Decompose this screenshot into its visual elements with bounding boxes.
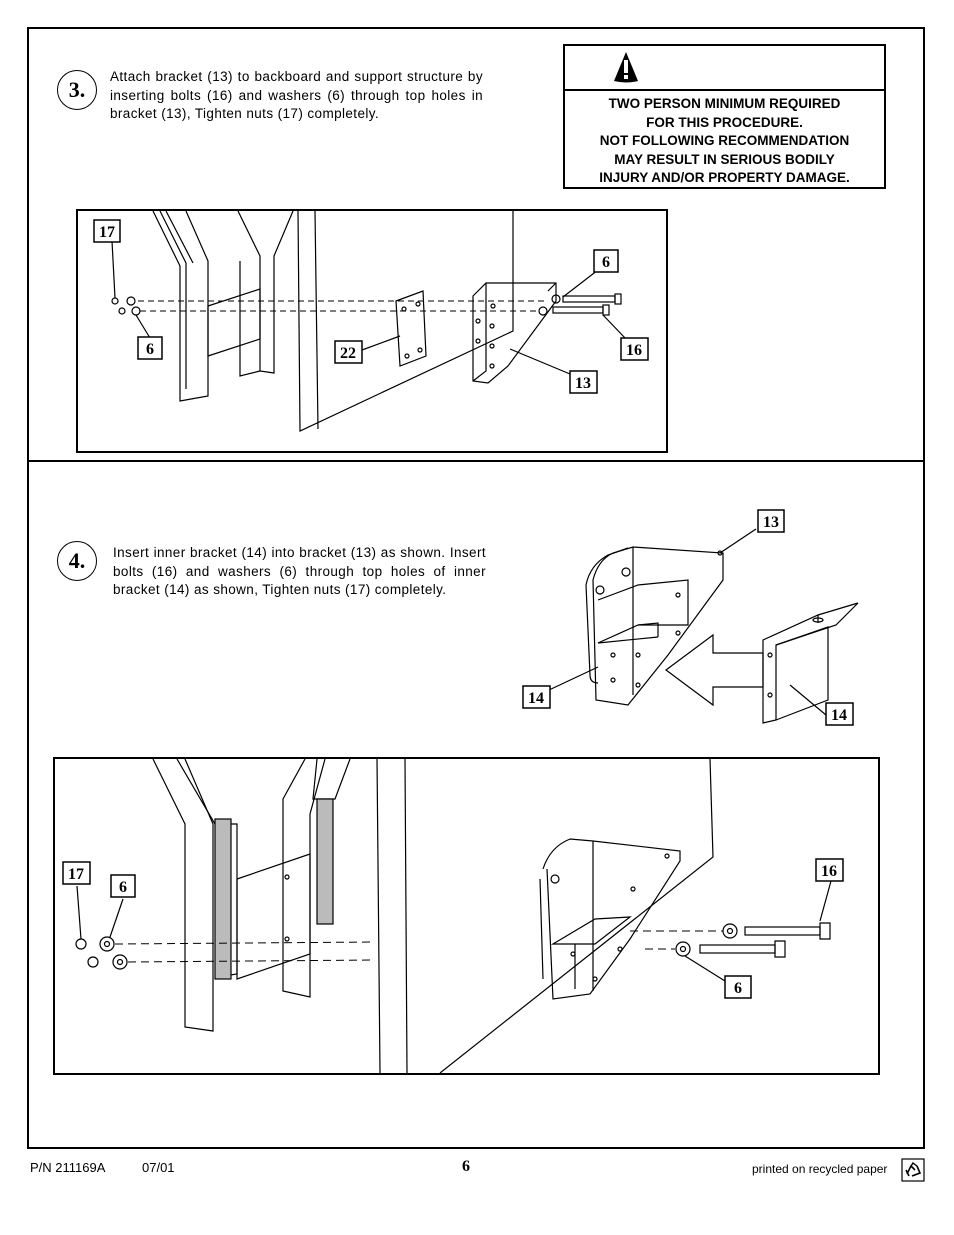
step-3-instructions: Attach bracket (13) to backboard and sup… (110, 69, 483, 121)
step-4-instructions: Insert inner bracket (14) into bracket (… (113, 545, 486, 597)
warning-line: FOR THIS PROCEDURE. (646, 114, 803, 130)
warning-line: INJURY AND/OR PROPERTY DAMAGE. (599, 170, 850, 185)
page-number: 6 (462, 1158, 470, 1175)
step-3-number: 3. (57, 70, 97, 110)
step-4-illustration: 17 6 16 6 (62, 759, 844, 1073)
part-label-14: 14 (831, 707, 847, 724)
warning-line: MAY RESULT IN SERIOUS BODILY (614, 151, 835, 167)
warning-line: TWO PERSON MINIMUM REQUIRED (608, 96, 841, 111)
step-4-detail-diagram: 13 14 14 (518, 505, 870, 735)
revision-date: 07/01 (142, 1160, 175, 1175)
step-3-diagram: 17 6 22 6 16 13 (76, 209, 668, 453)
step-4-number: 4. (57, 541, 97, 581)
recycled-paper-note: printed on recycled paper (752, 1162, 888, 1176)
warning-header (565, 46, 884, 91)
step-4-diagram: 17 6 16 6 (53, 757, 880, 1075)
part-number: P/N 211169A (30, 1160, 106, 1175)
warning-line: NOT FOLLOWING RECOMMENDATION (599, 133, 850, 148)
recycle-icon (901, 1158, 925, 1187)
part-label-17: 17 (99, 224, 115, 241)
part-label-6: 6 (146, 341, 154, 358)
part-label-17: 17 (68, 866, 84, 883)
part-label-6: 6 (602, 254, 610, 271)
part-label-16: 16 (626, 342, 642, 359)
step-3-illustration: 17 6 22 6 16 13 (93, 211, 649, 432)
section-divider (27, 460, 925, 462)
warning-triangle-icon (614, 52, 638, 83)
part-label-14: 14 (528, 690, 544, 707)
page-frame (27, 27, 925, 1149)
part-label-16: 16 (821, 863, 837, 880)
part-label-6: 6 (734, 980, 742, 997)
warning-box: TWO PERSON MINIMUM REQUIRED FOR THIS PRO… (563, 44, 886, 189)
part-label-13: 13 (763, 514, 779, 531)
bracket-insertion-illustration: 13 14 14 (522, 509, 859, 726)
part-label-13: 13 (575, 375, 591, 392)
part-label-22: 22 (340, 345, 356, 362)
part-label-6: 6 (119, 879, 127, 896)
warning-text: TWO PERSON MINIMUM REQUIRED FOR THIS PRO… (565, 91, 884, 188)
